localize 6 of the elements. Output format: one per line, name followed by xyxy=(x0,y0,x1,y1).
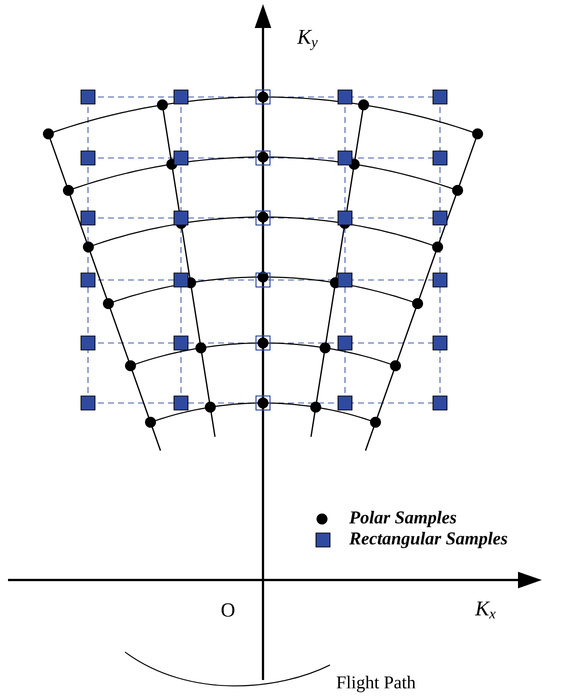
origin-label: O xyxy=(222,603,234,617)
flight-path-label: Flight Path xyxy=(336,676,416,692)
legend-label: Polar Samples xyxy=(349,510,456,528)
axis-label: K$_{y}$ xyxy=(296,30,318,50)
legend-label: Rectangular Samples xyxy=(349,532,508,548)
axis-label: K$_{x}$ xyxy=(474,602,496,618)
